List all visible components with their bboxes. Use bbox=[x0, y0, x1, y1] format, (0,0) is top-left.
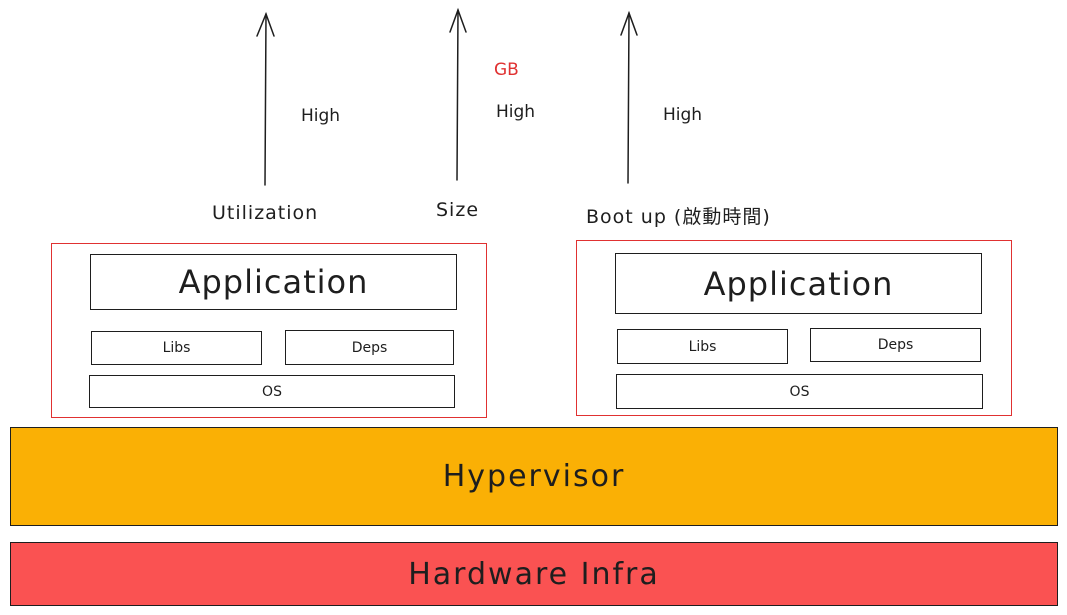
bootup-arrow bbox=[620, 10, 638, 184]
os-box: OS bbox=[89, 375, 455, 408]
application-box: Application bbox=[90, 254, 457, 310]
vm-left: Application Libs Deps OS bbox=[51, 243, 487, 418]
libs-label: Libs bbox=[688, 338, 717, 355]
application-box: Application bbox=[615, 253, 982, 314]
size-unit: GB bbox=[494, 60, 519, 80]
utilization-level: High bbox=[301, 106, 341, 126]
deps-label: Deps bbox=[877, 337, 914, 353]
utilization-arrow bbox=[256, 11, 275, 186]
hypervisor-layer: Hypervisor bbox=[10, 427, 1058, 526]
size-arrow bbox=[449, 7, 467, 181]
deps-box: Deps bbox=[285, 330, 454, 365]
libs-box: Libs bbox=[617, 329, 788, 364]
size-label: Size bbox=[436, 199, 480, 221]
os-label: OS bbox=[789, 383, 810, 400]
application-label: Application bbox=[178, 263, 369, 301]
libs-box: Libs bbox=[91, 331, 262, 365]
hypervisor-label: Hypervisor bbox=[442, 459, 626, 494]
utilization-label: Utilization bbox=[212, 202, 319, 224]
size-level: High bbox=[496, 102, 536, 122]
libs-label: Libs bbox=[162, 340, 191, 356]
deps-box: Deps bbox=[810, 328, 981, 362]
os-label: OS bbox=[262, 383, 282, 400]
bootup-label: Boot up (啟動時間) bbox=[586, 206, 771, 228]
application-label: Application bbox=[703, 264, 894, 303]
deps-label: Deps bbox=[351, 339, 388, 356]
os-box: OS bbox=[616, 374, 983, 409]
bootup-level: High bbox=[663, 105, 703, 125]
hardware-label: Hardware Infra bbox=[408, 556, 660, 592]
vm-right: Application Libs Deps OS bbox=[576, 240, 1012, 416]
hardware-layer: Hardware Infra bbox=[10, 542, 1058, 606]
